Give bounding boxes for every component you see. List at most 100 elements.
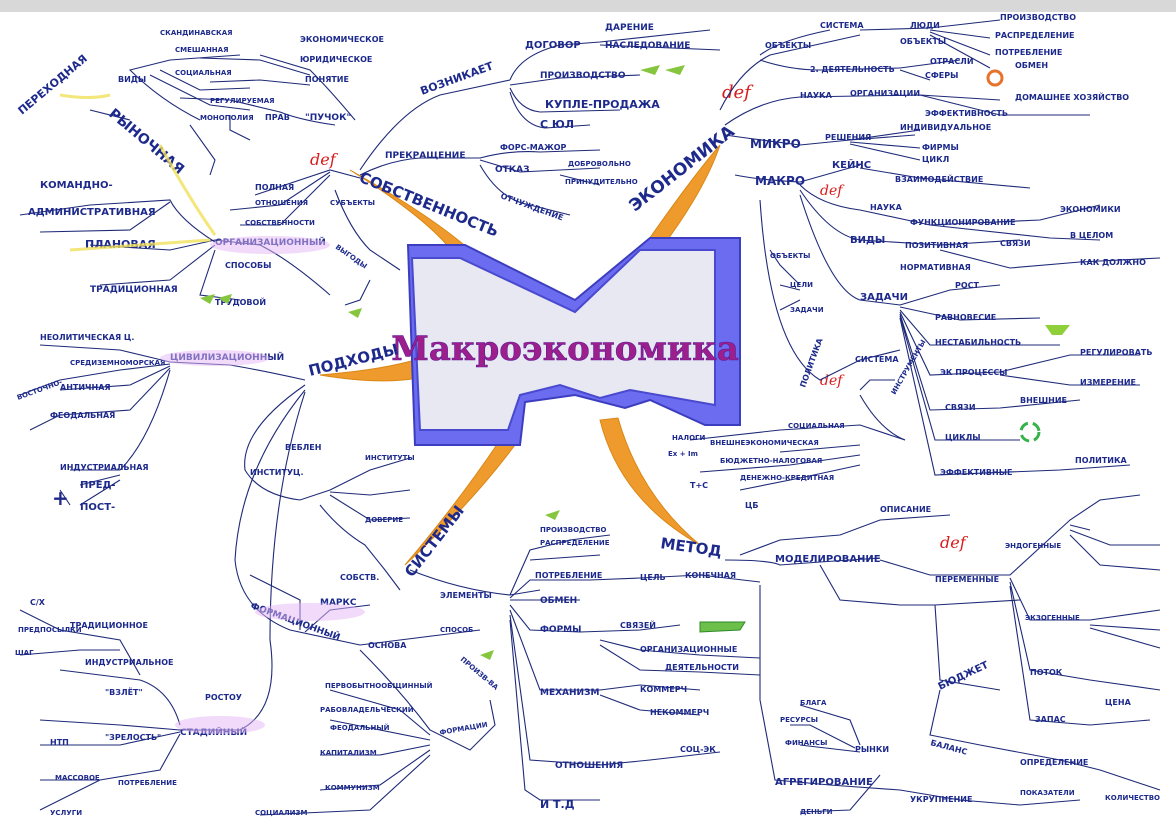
- label: ДОГОВОР: [525, 40, 581, 51]
- highlight-civilizational: [160, 350, 270, 366]
- label: "ПУЧОК": [305, 113, 351, 123]
- label: ПОТОК: [1030, 668, 1063, 677]
- branch-method: МЕТОД: [659, 534, 722, 560]
- scales-icon: [1045, 325, 1070, 335]
- label: РАСПРЕДЕЛЕНИЕ: [995, 31, 1075, 40]
- highlight-organizational: [210, 236, 330, 254]
- trunk-approaches: [319, 359, 419, 382]
- label: ПРОИЗВОДСТВО: [1000, 13, 1076, 22]
- label: РАВНОВЕСИЕ: [935, 313, 996, 322]
- label: ЭКОНОМИЧЕСКОЕ: [300, 35, 384, 44]
- label: КОММУНИЗМ: [325, 784, 380, 792]
- label: С ЮЛ: [540, 118, 574, 131]
- label: ПРОИЗВОДСТВО: [540, 526, 607, 534]
- def-tag-economics: def: [722, 82, 754, 103]
- label: ФОРС-МАЖОР: [500, 143, 567, 152]
- label: ИНДУСТРИАЛЬНОЕ: [85, 658, 173, 667]
- cycle-arrows-icon: [1019, 421, 1041, 443]
- label: ПОТРЕБЛЕНИЕ: [995, 48, 1062, 57]
- central-m-face: [410, 249, 716, 431]
- label: ПРОИЗВОДСТВО: [540, 71, 626, 81]
- label: НТП: [50, 738, 69, 747]
- label: ПЕРЕМЕННЫЕ: [935, 575, 999, 584]
- label: РЫНКИ: [855, 745, 889, 754]
- label: ПОТРЕБЛЕНИЕ: [535, 571, 602, 580]
- label: ВИДЫ: [850, 235, 885, 246]
- label: ЭК ПРОЦЕССЫ: [940, 368, 1007, 377]
- label: СОБСТВ.: [340, 573, 379, 582]
- label: РОСТ: [955, 281, 980, 290]
- label: СПОСОБ: [440, 626, 473, 634]
- label: ДЕЯТЕЛЬНОСТИ: [665, 663, 739, 672]
- label: ОБМЕН: [1015, 61, 1048, 70]
- label: ОРГАНИЗАЦИИ: [850, 89, 920, 98]
- label: ЦЕЛЬ: [640, 573, 666, 582]
- label: НАЛОГИ: [672, 434, 706, 442]
- label: ЦИКЛЫ: [945, 433, 981, 442]
- label: ВЗАИМОДЕЙСТВИЕ: [895, 173, 983, 184]
- label: МАРКС: [320, 598, 357, 608]
- label: КОЛИЧЕСТВО: [1105, 794, 1160, 802]
- label: МЕХАНИЗМ: [540, 688, 599, 698]
- label: МОНОПОЛИЯ: [200, 114, 254, 122]
- label: КАК ДОЛЖНО: [1080, 258, 1146, 267]
- label: ОБМЕН: [540, 596, 577, 606]
- label: ВИДЫ: [118, 75, 146, 84]
- label: КОМАНДНО-: [40, 180, 113, 191]
- label: ПРОИЗВ-ВА: [459, 655, 500, 692]
- label: СУБЪЕКТЫ: [330, 199, 375, 207]
- label: БЮДЖЕТНО-НАЛОГОВАЯ: [720, 457, 822, 465]
- yellow-marker: [59, 93, 217, 252]
- label: +: [52, 486, 69, 510]
- trunk-economics: [644, 144, 721, 251]
- puzzle-icon-3: [200, 294, 232, 304]
- label: АГРЕГИРОВАНИЕ: [775, 777, 873, 788]
- label: ЭФФЕКТИВНОСТЬ: [925, 109, 1008, 118]
- label: ВЕБЛЕН: [285, 443, 321, 452]
- puzzle-icon-5: [480, 650, 494, 660]
- label: ЦБ: [745, 501, 759, 510]
- label: ДЕНЬГИ: [800, 808, 833, 816]
- label: СВЯЗИ: [1000, 239, 1031, 248]
- label: ПОНЯТИЕ: [305, 75, 349, 84]
- label: ЭЛЕМЕНТЫ: [440, 591, 492, 600]
- label: ПОТРЕБЛЕНИЕ: [118, 779, 177, 787]
- label: ТРАДИЦИОННАЯ: [90, 285, 178, 295]
- label: ПРЕДПОСЫЛКИ: [18, 626, 82, 634]
- label: НАУКА: [800, 91, 833, 100]
- label: ВЫГОДЫ: [334, 243, 368, 270]
- trunk-systems: [404, 439, 516, 566]
- label: ФЕОДАЛЬНАЯ: [50, 411, 115, 420]
- label: МИКРО: [750, 137, 801, 151]
- label: ЭФФЕКТИВНЫЕ: [940, 468, 1012, 477]
- label: T+C: [690, 481, 708, 490]
- label: ИНДУСТРИАЛЬНАЯ: [60, 463, 149, 472]
- label: КОММЕРЧ: [640, 685, 687, 694]
- label: АДМИНИСТРАТИВНАЯ: [28, 207, 156, 218]
- label: ДАРЕНИЕ: [605, 23, 654, 33]
- label: СОЦ-ЭК: [680, 745, 716, 754]
- label: ОТРАСЛИ: [930, 57, 974, 66]
- label: УСЛУГИ: [50, 809, 82, 817]
- label: ТРАДИЦИОННОЕ: [70, 621, 148, 630]
- label: СИСТЕМА: [855, 355, 899, 364]
- label: ВОСТОЧНО-: [16, 378, 63, 402]
- trunk-ownership: [349, 169, 471, 256]
- label: СОБСТВЕННОСТИ: [245, 219, 315, 227]
- label: РЫНОЧНАЯ: [105, 106, 187, 178]
- label: ФУНКЦИОНИРОВАНИЕ: [910, 218, 1015, 227]
- label: ОСНОВА: [368, 641, 407, 650]
- label: СРЕДИЗЕМНОМОРСКАЯ: [70, 359, 165, 367]
- label: СПОСОБЫ: [225, 261, 271, 270]
- def-tag-ownership: def: [310, 150, 339, 169]
- puzzle-icon-4: [348, 308, 362, 318]
- label: ВНЕШНИЕ: [1020, 396, 1067, 405]
- label: ОПИСАНИЕ: [880, 505, 931, 514]
- label: ПРАВ: [265, 113, 290, 122]
- label: ОТЧУЖДЕНИЕ: [499, 191, 564, 222]
- label: С/Х: [30, 598, 46, 607]
- label: ЦЕНА: [1105, 698, 1132, 707]
- label: Ex + Im: [668, 450, 698, 458]
